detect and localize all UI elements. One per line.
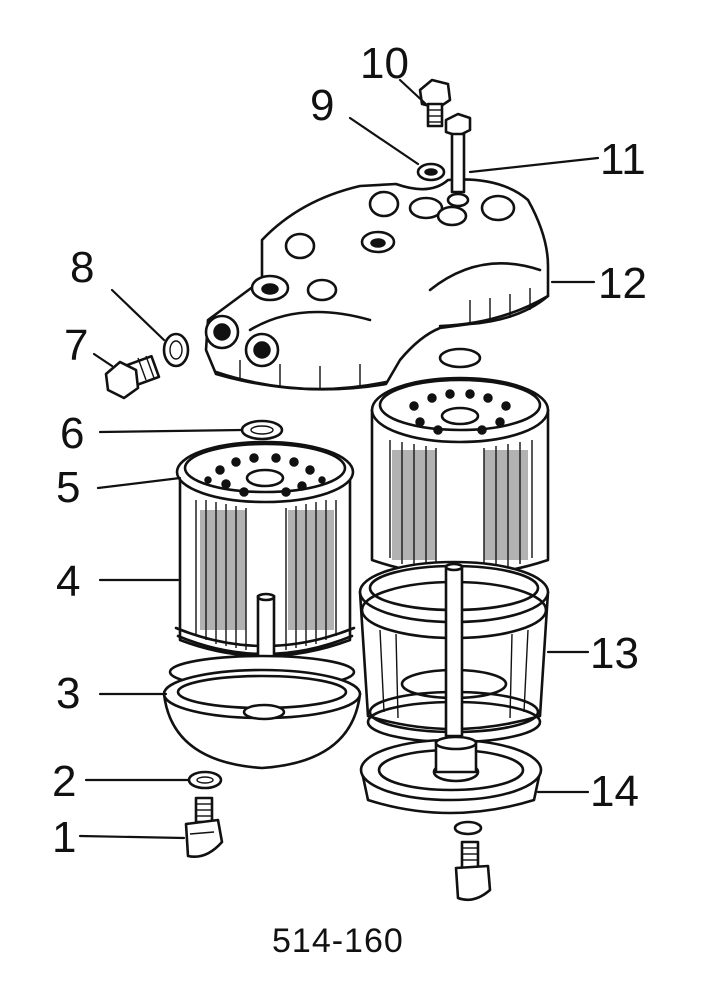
callout-10: 10 [360,39,409,88]
part-5-element-top-plate [175,440,355,504]
callout-11: 11 [600,135,646,184]
part-10-bolt [418,78,452,128]
part-8-sealing-washer [162,332,190,368]
callout-13: 13 [590,629,639,678]
right-filter-element [370,376,550,577]
callout-8: 8 [70,243,94,292]
callout-3: 3 [56,669,80,718]
callout-numbers: 1 2 3 4 5 6 7 8 9 10 11 12 13 14 [52,39,647,862]
callout-9: 9 [310,81,334,130]
part-6-seal-ring [240,419,284,441]
right-drain-washer [453,820,483,836]
part-2-washer [187,770,223,790]
drawing-number: 514-160 [272,922,404,960]
left-filter-assembly [162,419,362,858]
callout-2: 2 [52,757,76,806]
part-9-washer [416,162,446,182]
part-12-filter-head [204,178,550,391]
callout-14: 14 [590,767,639,816]
part-1-drain-plug [184,796,224,858]
part-14-bowl-base [359,735,543,815]
part-7-bolt [104,354,161,400]
part-13-sediment-bowl [358,560,550,744]
callout-6: 6 [60,409,84,458]
right-filter-assembly [358,347,550,902]
callout-12: 12 [598,259,647,308]
part-11-bolt [444,112,472,208]
callout-4: 4 [56,557,80,606]
callout-7: 7 [64,321,88,370]
right-top-seal-ring [438,347,482,369]
callout-1: 1 [52,813,76,862]
part-3-bowl [162,654,362,770]
callout-5: 5 [56,463,80,512]
right-drain-plug [454,840,492,902]
leader-lines [78,78,600,840]
part-4-filter-element [174,470,356,658]
